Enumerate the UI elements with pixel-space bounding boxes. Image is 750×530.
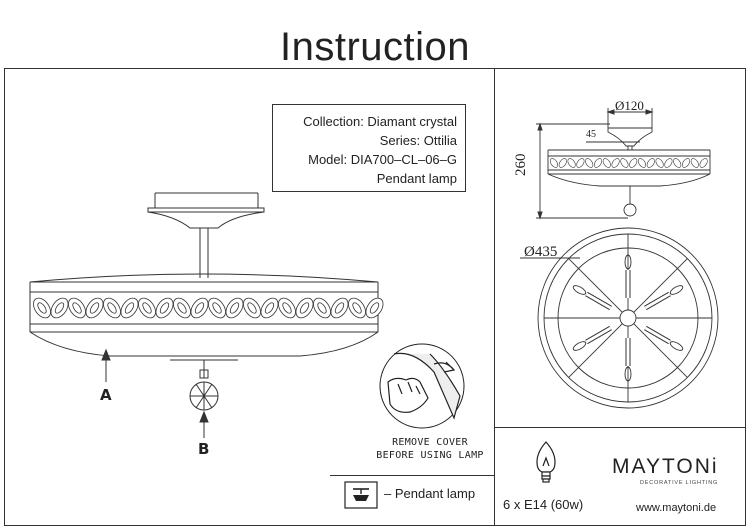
type-text: Pendant lamp	[376, 171, 457, 186]
dimension-diameter: Ø435	[524, 244, 558, 260]
frame-spoke	[568, 258, 623, 313]
crystal-ornament	[208, 297, 226, 319]
frame-spoke	[568, 323, 623, 378]
frame-divider	[494, 68, 495, 526]
crystal-ornament	[173, 297, 191, 319]
crystal-ornament	[602, 158, 611, 168]
dimension-top-diameter: Ø120	[615, 98, 644, 113]
candle-bulb	[624, 254, 632, 298]
frame-divider	[494, 427, 746, 428]
crystal-ornament	[278, 297, 296, 319]
pendant-lamp-legend: – Pendant lamp	[384, 486, 476, 501]
crystal-ornament	[576, 158, 585, 168]
label-a: A	[100, 386, 112, 404]
pendant-lamp-icon	[344, 481, 378, 509]
bulb-spec: 6 x E14 (60w)	[503, 497, 584, 512]
crystal-ornament	[620, 158, 629, 168]
bulb-icon	[536, 441, 556, 483]
frame-spoke	[633, 258, 688, 313]
crystal-ornament	[673, 158, 682, 168]
crystal-ornament	[313, 297, 331, 319]
frame-divider	[330, 475, 495, 476]
crystal-ornament	[655, 158, 664, 168]
candle-bulb	[572, 325, 612, 351]
page-title: Instruction	[279, 24, 471, 69]
crystal-ornament	[190, 297, 209, 319]
crystal-ornament	[585, 158, 594, 168]
crystal-ornament	[690, 158, 699, 168]
brand-tagline: DECORATIVE LIGHTING	[640, 480, 719, 486]
crystal-ornament	[138, 297, 156, 319]
collection-text: Collection: Diamant crystal	[303, 114, 457, 129]
crystal-ornament	[155, 297, 174, 319]
crystal-ornament	[33, 297, 51, 319]
remove-cover-notice: REMOVE COVER BEFORE USING LAMP	[372, 436, 488, 462]
crystal-ornament	[348, 297, 366, 319]
crystal-ornament	[260, 297, 279, 319]
dimension-canopy-height: 45	[586, 129, 596, 140]
brand-logo: MAYTONi	[612, 455, 719, 478]
crystal-ornament	[120, 297, 139, 319]
remove-cover-hand-icon	[379, 343, 465, 429]
candle-bulb	[644, 325, 684, 351]
crystal-ornament	[50, 297, 69, 319]
candle-bulb	[572, 285, 612, 311]
crystal-ornament	[699, 158, 708, 168]
crystal-ornament	[558, 158, 567, 168]
crystal-ornament	[225, 297, 244, 319]
crystal-ornament	[593, 158, 603, 168]
crystal-ornament	[103, 297, 121, 319]
crystal-ornament	[681, 158, 691, 168]
candle-bulb	[644, 285, 684, 311]
frame-spoke	[633, 323, 688, 378]
candle-bulb	[624, 338, 632, 382]
crystal-ornament	[646, 158, 655, 168]
product-info-box: Collection: Diamant crystal Series: Otti…	[272, 104, 466, 192]
model-text: Model: DIA700–CL–06–G	[308, 152, 457, 167]
crystal-ornament	[567, 158, 576, 168]
crystal-ornament	[549, 158, 559, 168]
crystal-ornament	[637, 158, 647, 168]
series-text: Series: Ottilia	[379, 133, 457, 148]
notice-line-1: REMOVE COVER	[392, 437, 468, 448]
website-text: www.maytoni.de	[636, 502, 717, 514]
drawing-frame	[4, 68, 746, 526]
notice-line-2: BEFORE USING LAMP	[376, 450, 484, 461]
crystal-ornament	[295, 297, 314, 319]
crystal-ornament	[629, 158, 638, 168]
label-b: B	[198, 440, 210, 458]
crystal-ornament	[365, 297, 384, 319]
crystal-ornament	[243, 297, 261, 319]
crystal-ornament	[611, 158, 620, 168]
crystal-ornament	[664, 158, 673, 168]
crystal-ornament	[330, 297, 349, 319]
crystal-ornament	[85, 297, 104, 319]
crystal-ornament	[68, 297, 86, 319]
